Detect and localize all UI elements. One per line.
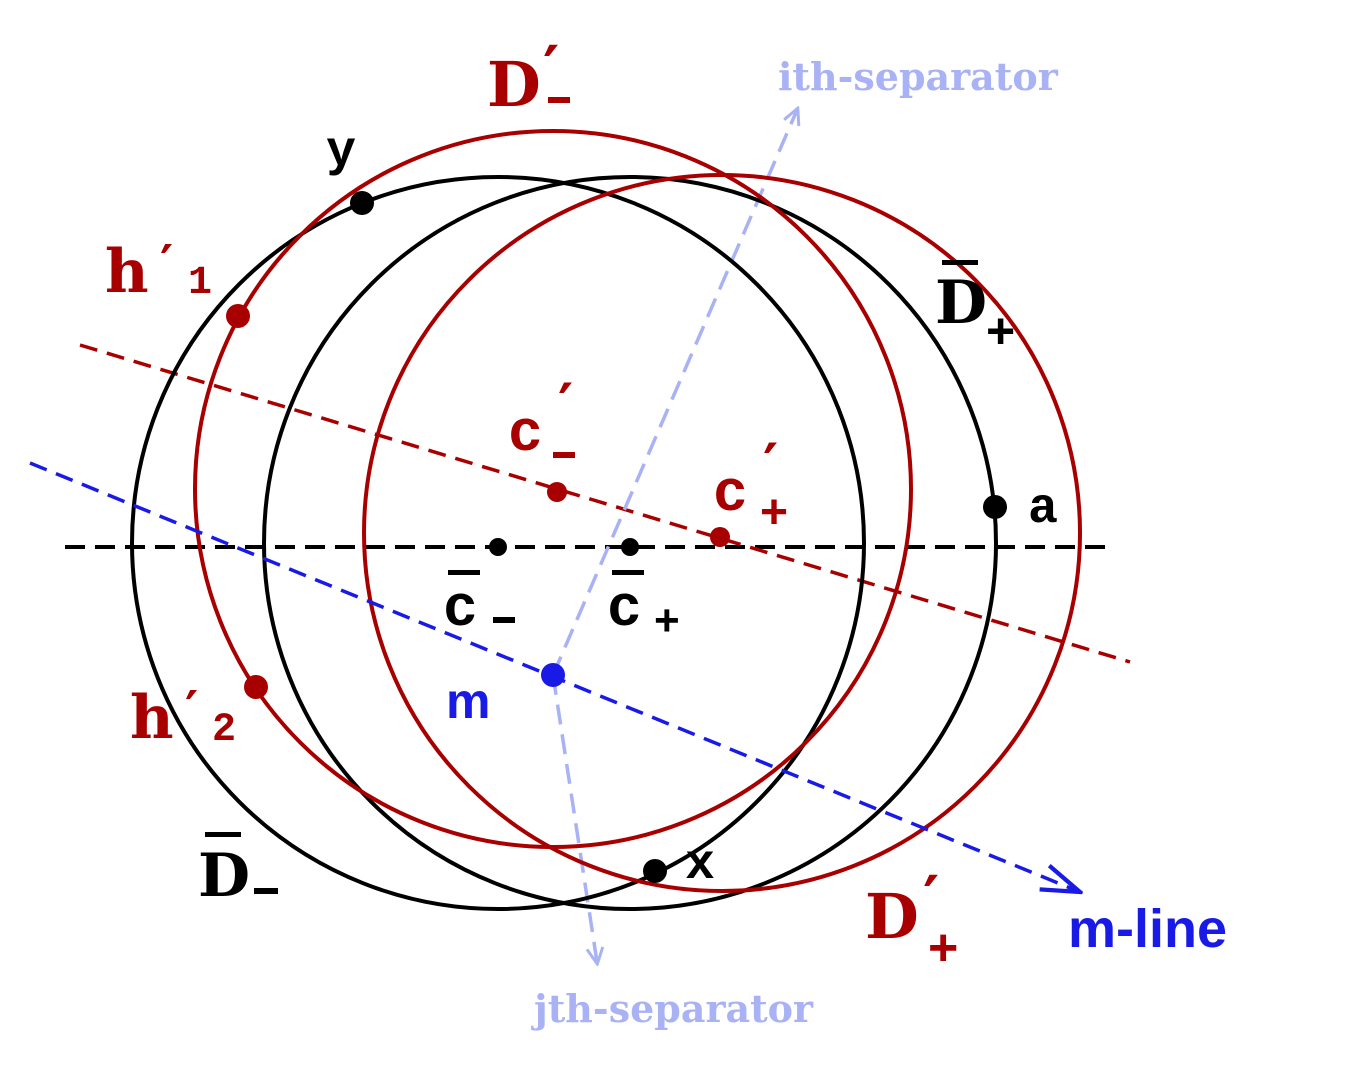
- point-y: [350, 191, 374, 215]
- label-m: m: [446, 673, 490, 729]
- point-a: [983, 495, 1007, 519]
- svg-text:1: 1: [188, 261, 212, 306]
- svg-text:h: h: [105, 237, 149, 307]
- svg-text:c: c: [713, 463, 748, 528]
- jth-separator-line: [551, 674, 597, 962]
- svg-text:′: ′: [923, 862, 939, 935]
- label-d-bar-minus: D: [198, 832, 278, 911]
- circle-d-bar-minus: [130, 175, 866, 911]
- svg-text:+: +: [986, 303, 1015, 359]
- label-h1: h ′ 1: [105, 233, 212, 307]
- label-c-bar-plus: c +: [607, 570, 680, 645]
- svg-text:D: D: [865, 880, 919, 953]
- point-c-prime-minus: [547, 482, 567, 502]
- label-a: a: [1028, 481, 1058, 538]
- svg-text:D: D: [198, 841, 250, 911]
- label-c-prime-plus: c ′ +: [713, 431, 788, 539]
- svg-text:′: ′: [185, 679, 198, 738]
- svg-text:c: c: [607, 578, 642, 643]
- point-c-bar-plus: [621, 538, 639, 556]
- label-x: x: [685, 837, 715, 894]
- label-h2: h ′ 2: [130, 679, 236, 753]
- svg-text:c: c: [443, 578, 478, 643]
- label-d-bar-plus: D +: [935, 260, 1015, 359]
- label-c-bar-minus: c: [443, 570, 515, 643]
- svg-text:′: ′: [543, 32, 559, 105]
- svg-text:+: +: [928, 919, 958, 977]
- svg-text:+: +: [654, 596, 680, 645]
- point-h1: [226, 304, 250, 328]
- svg-text:′: ′: [763, 431, 778, 499]
- svg-text:+: +: [760, 486, 788, 539]
- label-m-line: m-line: [1068, 899, 1227, 959]
- label-jth-separator: jth-separator: [531, 986, 814, 1031]
- label-ith-separator: ith-separator: [778, 54, 1059, 99]
- label-d-prime-minus: D ′: [487, 32, 570, 121]
- circle-d-bar-plus: [262, 175, 998, 911]
- svg-text:c: c: [508, 403, 543, 468]
- point-c-prime-plus: [710, 527, 730, 547]
- label-c-prime-minus: c ′: [508, 371, 575, 468]
- svg-text:2: 2: [212, 708, 236, 753]
- point-x: [643, 859, 667, 883]
- svg-text:D: D: [487, 48, 541, 121]
- label-y: y: [326, 124, 356, 181]
- svg-text:D: D: [935, 268, 987, 338]
- point-c-bar-minus: [489, 538, 507, 556]
- svg-text:′: ′: [160, 233, 173, 292]
- circle-d-prime-plus: [362, 173, 1082, 893]
- label-d-prime-plus: D ′ +: [865, 862, 958, 977]
- point-m: [541, 663, 565, 687]
- svg-text:h: h: [130, 683, 174, 753]
- red-dashed-line: [79, 343, 1131, 664]
- ith-separator-line: [551, 110, 797, 676]
- point-h2: [244, 675, 268, 699]
- svg-text:′: ′: [558, 371, 573, 439]
